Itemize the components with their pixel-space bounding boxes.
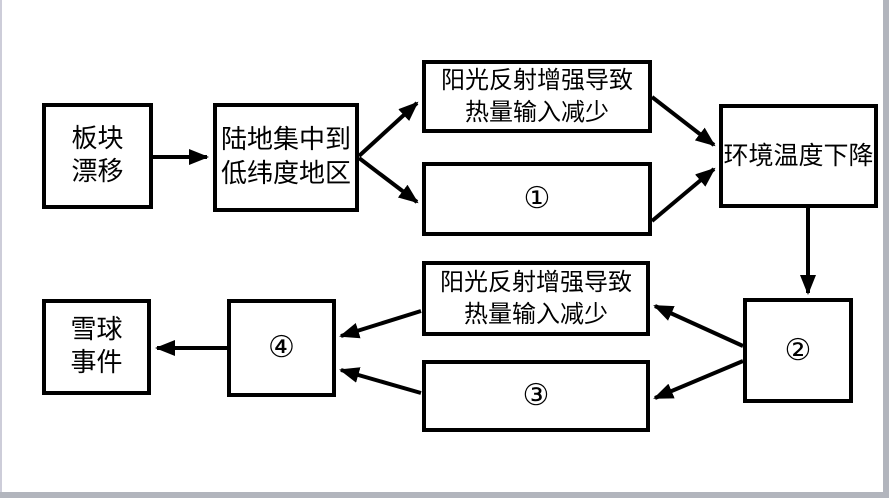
arrow-blank-2-to-blank-3 <box>653 359 744 400</box>
arrow-blank-2-to-sunlight-bottom <box>653 304 744 348</box>
arrow-blank-3-to-blank-4 <box>339 367 422 395</box>
arrow-land-to-blank-1 <box>357 156 419 204</box>
node-blank-2: ② <box>743 298 853 403</box>
node-snowball-event-label: 雪球 事件 <box>70 314 123 378</box>
node-plate-drift: 板块 漂移 <box>42 103 153 209</box>
node-temperature-drop: 环境温度下降 <box>719 104 878 208</box>
node-blank-1-label: ① <box>523 181 551 216</box>
node-blank-4-label: ④ <box>268 330 295 365</box>
node-temperature-drop-label: 环境温度下降 <box>723 141 874 170</box>
node-sunlight-reflection-bottom-label: 阳光反射增强导致 热量输入减少 <box>440 268 632 328</box>
node-blank-1: ① <box>422 162 652 236</box>
node-blank-3-label: ③ <box>522 378 550 413</box>
node-snowball-event: 雪球 事件 <box>42 299 151 395</box>
page-edge-bottom <box>0 492 889 498</box>
node-land-low-latitude-label: 陆地集中到 低纬度地区 <box>220 125 351 189</box>
node-blank-4: ④ <box>227 299 336 397</box>
node-plate-drift-label: 板块 漂移 <box>71 123 124 187</box>
page-edge-right <box>883 0 889 498</box>
node-blank-3: ③ <box>422 360 650 432</box>
node-sunlight-reflection-top: 阳光反射增强导致 热量输入减少 <box>422 60 652 133</box>
node-blank-2-label: ② <box>784 332 812 368</box>
arrow-blank-1-to-temperature-drop <box>650 167 716 223</box>
arrow-land-to-sunlight-top <box>357 101 419 158</box>
node-land-low-latitude: 陆地集中到 低纬度地区 <box>213 103 359 212</box>
arrow-sunlight-top-to-temperature-drop <box>650 95 716 147</box>
arrow-sunlight-bottom-to-blank-4 <box>339 309 422 339</box>
node-sunlight-reflection-top-label: 阳光反射增强导致 热量输入减少 <box>441 66 633 126</box>
node-sunlight-reflection-bottom: 阳光反射增强导致 热量输入减少 <box>422 261 650 336</box>
page-edge-left <box>0 0 2 498</box>
